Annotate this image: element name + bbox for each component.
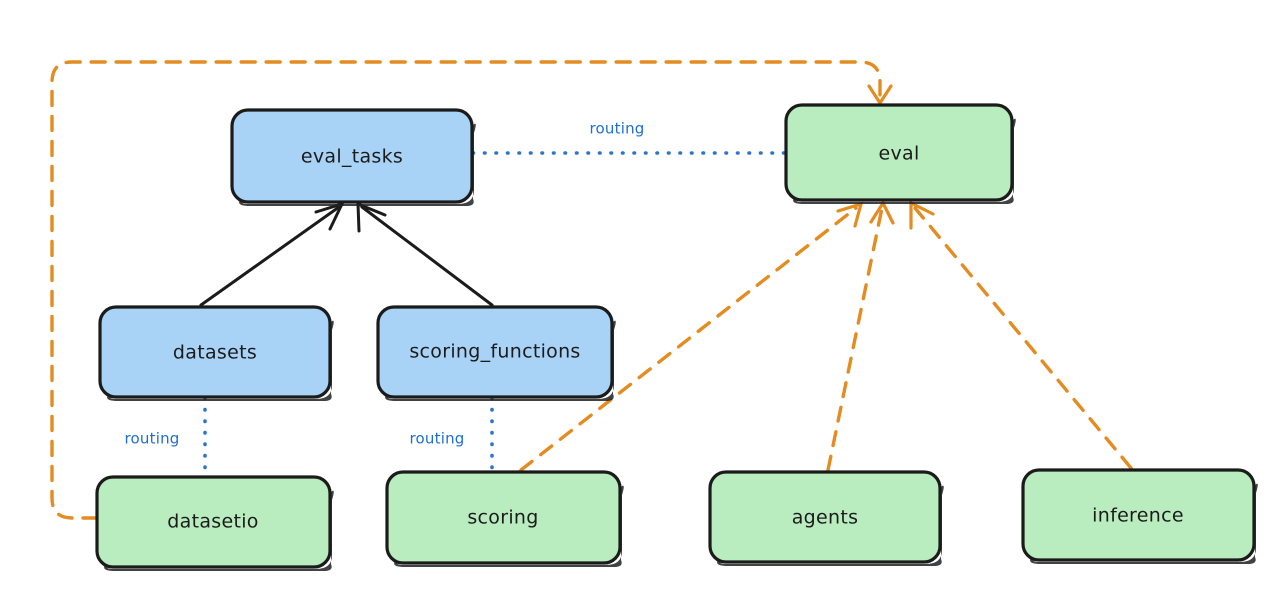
- node-datasetio[interactable]: datasetio: [95, 475, 334, 571]
- edge-label-routing-datasetio: routing: [125, 430, 180, 448]
- node-label-eval: eval: [878, 143, 919, 165]
- node-label-datasetio: datasetio: [167, 511, 258, 533]
- node-label-eval-tasks: eval_tasks: [301, 146, 403, 168]
- node-scoring[interactable]: scoring: [385, 470, 624, 567]
- node-eval-tasks[interactable]: eval_tasks: [230, 108, 476, 206]
- node-label-datasets: datasets: [173, 342, 257, 364]
- node-eval[interactable]: eval: [784, 103, 1016, 204]
- node-label-agents: agents: [792, 507, 859, 529]
- node-label-scoring-functions: scoring_functions: [409, 341, 580, 363]
- node-datasets[interactable]: datasets: [98, 305, 334, 401]
- node-inference[interactable]: inference: [1021, 468, 1258, 564]
- node-scoring-functions[interactable]: scoring_functions: [376, 305, 616, 401]
- edge-datasetio-eval: [50, 60, 893, 520]
- edge-label-routing-eval: routing: [590, 120, 645, 138]
- node-agents[interactable]: agents: [708, 470, 944, 566]
- node-label-scoring: scoring: [467, 507, 538, 529]
- node-label-inference: inference: [1092, 505, 1184, 527]
- edge-label-routing-scoring: routing: [410, 430, 465, 448]
